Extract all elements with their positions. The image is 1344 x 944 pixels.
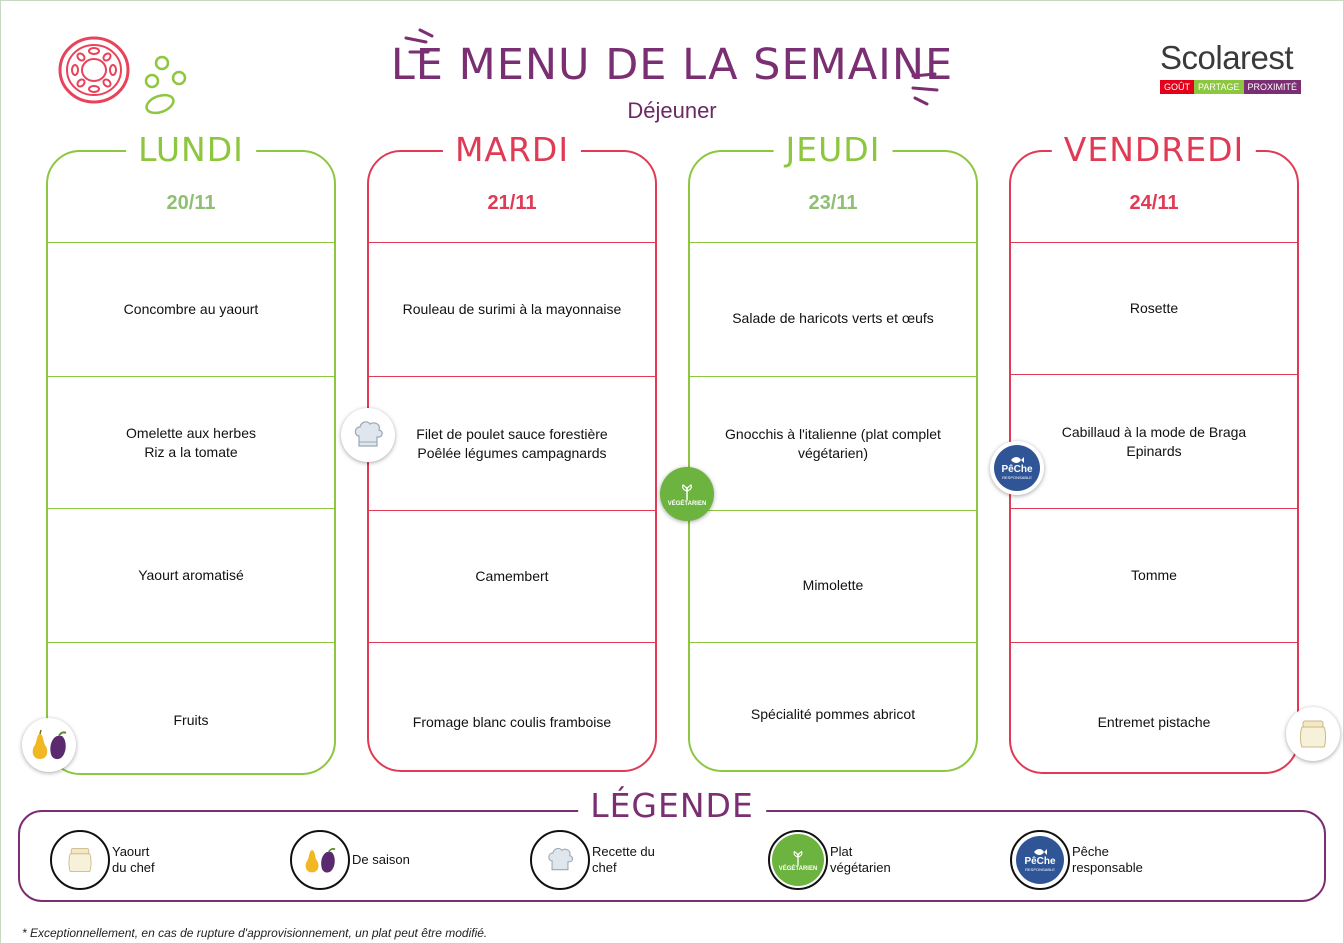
yogurt-jar-icon — [68, 848, 92, 872]
day-date: 20/11 — [166, 192, 216, 214]
badge-seasonal — [22, 718, 76, 772]
page-title: LE MENU DE LA SEMAINE — [390, 40, 954, 90]
dish-cheese: Mimolette — [690, 510, 976, 642]
legend-label: Pêche responsable — [1072, 844, 1143, 875]
day-card-vendredi: VENDREDI 24/11 Rosette Cabillaud à la mo… — [1009, 130, 1299, 774]
wheat-sprig-icon — [682, 484, 692, 500]
day-date: 24/11 — [1129, 192, 1179, 214]
scolarest-logo: Scolarest GOÛT PARTAGE PROXIMITÉ — [1160, 40, 1320, 94]
peche-badge-line2: RESPONSABLE — [1025, 867, 1055, 872]
fish-icon — [1034, 849, 1047, 855]
dish-cheese: Camembert — [369, 510, 655, 642]
chef-hat-icon — [354, 421, 383, 447]
fish-icon — [1011, 457, 1024, 463]
dish-starter: Rouleau de surimi à la mayonnaise — [369, 242, 655, 376]
badge-vegetarian: VÉGÉTARIEN — [660, 467, 714, 521]
badge-responsible-fishing: PêChe RESPONSABLE — [990, 441, 1044, 495]
legend-label: De saison — [352, 852, 410, 867]
logo-tagline-3: PROXIMITÉ — [1243, 80, 1302, 94]
page-subtitle: Déjeuner — [627, 98, 717, 123]
dish-main: Cabillaud à la mode de Braga Epinards — [1011, 374, 1297, 508]
day-name: LUNDI — [126, 130, 256, 169]
day-name: JEUDI — [773, 130, 893, 169]
logo-tagline-1: GOÛT — [1160, 80, 1194, 94]
dish-main: Filet de poulet sauce forestière Poêlée … — [369, 376, 655, 510]
dish-starter: Concombre au yaourt — [48, 242, 334, 376]
responsible-fishing-icon: PêChe RESPONSABLE — [994, 445, 1040, 491]
title-flourish-right — [911, 72, 939, 106]
vegetarian-icon: VÉGÉTARIEN — [772, 834, 824, 886]
peche-badge-line1: PêChe — [1024, 856, 1056, 867]
dish-starter: Salade de haricots verts et œufs — [690, 242, 976, 376]
dish-dessert: Fruits — [48, 642, 334, 757]
peche-badge-line1: PêChe — [1001, 464, 1033, 475]
vegetarian-badge-label: VÉGÉTARIEN — [667, 501, 707, 507]
vegetarian-badge-label: VÉGÉTARIEN — [778, 866, 818, 872]
chef-hat-icon — [548, 847, 574, 871]
logo-tagline: GOÛT PARTAGE PROXIMITÉ — [1160, 80, 1320, 94]
peas-icon — [144, 55, 187, 115]
dish-dessert: Entremet pistache — [1011, 642, 1297, 760]
title-flourish-left — [404, 28, 434, 54]
day-card-jeudi: JEUDI 23/11 Salade de haricots verts et … — [688, 130, 978, 772]
dish-starter: Rosette — [1011, 242, 1297, 374]
day-date: 21/11 — [487, 192, 537, 214]
seasonal-fruit-icon — [32, 729, 67, 760]
legend-title: LÉGENDE — [578, 786, 766, 825]
legend-box: LÉGENDE Yaourt du chef De saison Recette… — [18, 786, 1326, 902]
dish-main: Gnocchis à l'italienne (plat complet vég… — [690, 376, 976, 510]
legend-item-yogurt: Yaourt du chef — [50, 830, 155, 890]
dish-dessert: Spécialité pommes abricot — [690, 642, 976, 762]
yogurt-jar-icon — [1300, 720, 1326, 748]
badge-chef-yogurt — [1286, 707, 1340, 761]
dish-cheese: Yaourt aromatisé — [48, 508, 334, 642]
peche-badge-line2: RESPONSABLE — [1002, 475, 1032, 480]
logo-brand: Scolarest — [1160, 39, 1294, 76]
dish-main: Omelette aux herbes Riz a la tomate — [48, 376, 334, 508]
legend-item-chef-recipe: Recette du chef — [530, 830, 655, 890]
seasonal-fruit-icon — [305, 848, 336, 873]
dish-cheese: Tomme — [1011, 508, 1297, 642]
day-name: MARDI — [442, 130, 582, 169]
wheat-sprig-icon — [793, 850, 803, 866]
legend-item-responsible-fishing: PêChe RESPONSABLE Pêche responsable — [1010, 830, 1143, 890]
day-card-mardi: MARDI 21/11 Rouleau de surimi à la mayon… — [367, 130, 657, 772]
legend-item-seasonal: De saison — [290, 830, 410, 890]
responsible-fishing-icon: PêChe RESPONSABLE — [1016, 836, 1064, 884]
day-name: VENDREDI — [1051, 130, 1257, 169]
day-card-lundi: LUNDI 20/11 Concombre au yaourt Omelette… — [46, 130, 336, 775]
legend-item-vegetarian: VÉGÉTARIEN Plat végétarien — [768, 830, 891, 890]
legend-label: Recette du chef — [592, 844, 655, 875]
badge-chef-recipe — [341, 408, 395, 462]
legend-label: Yaourt du chef — [112, 844, 155, 875]
footnote: * Exceptionnellement, en cas de rupture … — [22, 926, 488, 940]
day-date: 23/11 — [808, 192, 858, 214]
dish-dessert: Fromage blanc coulis framboise — [369, 642, 655, 762]
legend-label: Plat végétarien — [830, 844, 891, 875]
logo-tagline-2: PARTAGE — [1194, 80, 1244, 94]
tomato-slice-icon — [58, 36, 130, 104]
